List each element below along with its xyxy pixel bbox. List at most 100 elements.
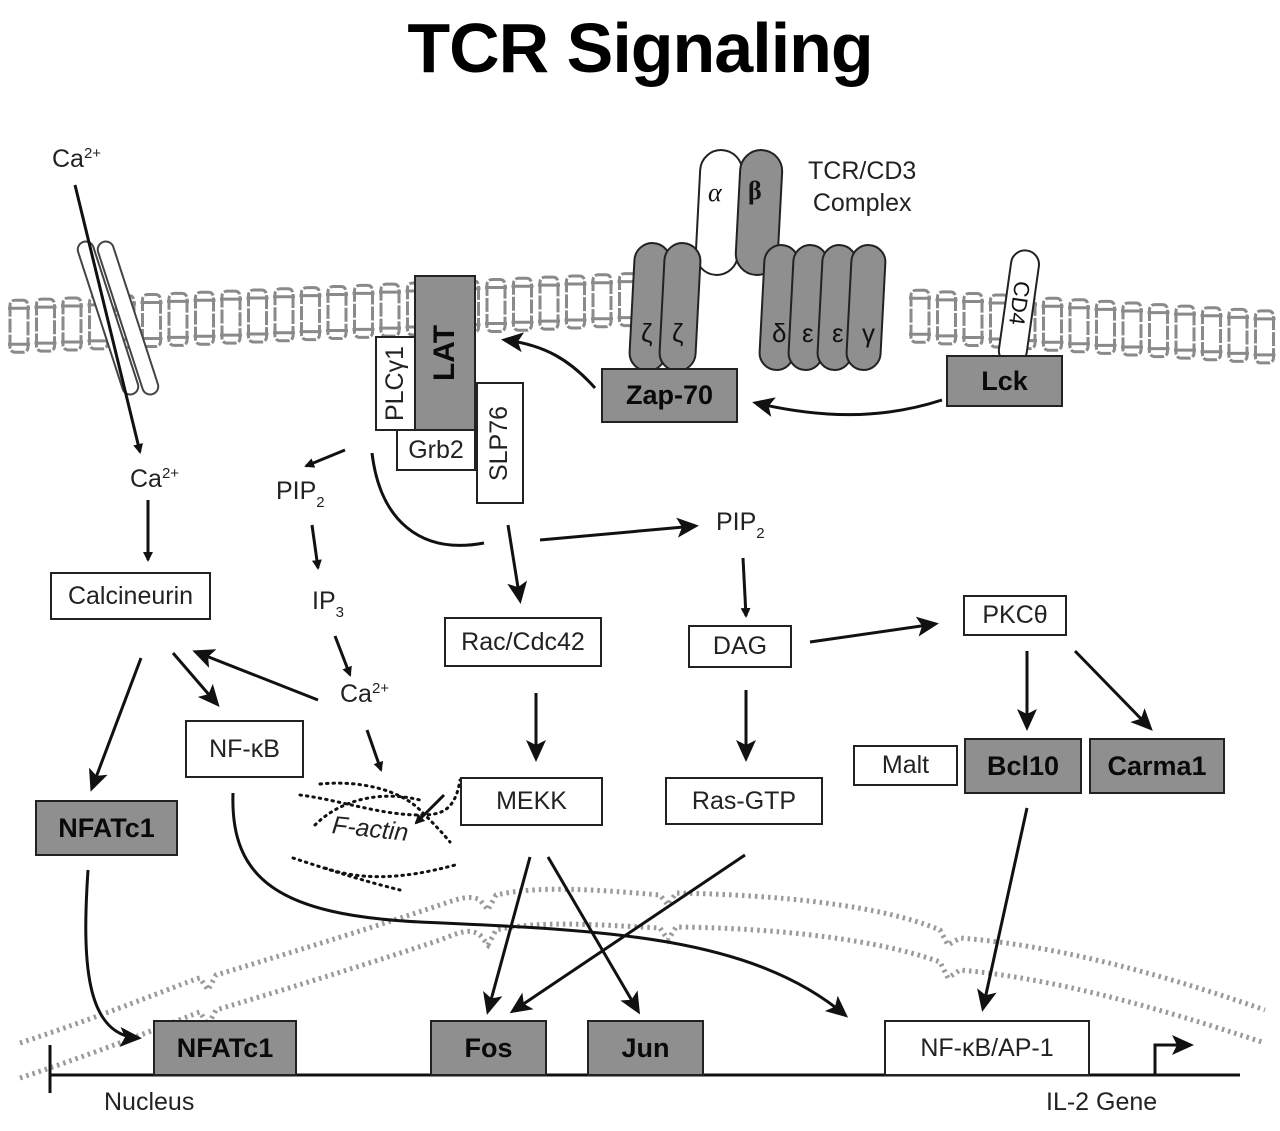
- lipid-unit: [194, 290, 215, 346]
- label-pip2-right-sub: 2: [756, 525, 765, 542]
- lipid-unit: [1068, 298, 1090, 354]
- arrow-lck-zap70: [752, 397, 943, 417]
- label-nucleus: Nucleus: [104, 1088, 195, 1116]
- arrow-lat-rac: [506, 524, 528, 604]
- label-pip2-right-base: PIP: [716, 508, 757, 536]
- node-rac-cdc42-label: Rac/Cdc42: [461, 627, 585, 656]
- label-ca-extracellular-sup: 2+: [83, 145, 102, 162]
- beta-chain-label: β: [748, 176, 762, 205]
- node-rac-cdc42[interactable]: Rac/Cdc42: [444, 617, 602, 667]
- lipid-unit: [1148, 303, 1169, 359]
- node-grb2[interactable]: Grb2: [396, 429, 476, 471]
- gamma-chain-label: γ: [862, 318, 875, 348]
- node-nfatc1-nucleus-label: NFATc1: [176, 1032, 274, 1063]
- arrow-nfkb-nfkbap1: [231, 792, 849, 1018]
- lipid-unit: [485, 277, 507, 333]
- node-calcineurin[interactable]: Calcineurin: [50, 572, 211, 620]
- node-nfatc1-cytosol-label: NFATc1: [58, 812, 155, 843]
- lipid-unit: [591, 273, 613, 329]
- node-pkc-theta[interactable]: PKCθ: [963, 595, 1067, 636]
- arrow-ca-influx: [73, 184, 143, 454]
- node-zap70[interactable]: Zap-70: [601, 368, 738, 423]
- lipid-unit: [962, 291, 984, 347]
- lipid-unit: [538, 275, 560, 331]
- arrow-zap70-lat: [501, 332, 597, 389]
- label-il2-gene: IL-2 Gene: [1046, 1088, 1158, 1116]
- lipid-unit: [326, 284, 348, 340]
- node-nfkb-ap1-label: NF-κB/AP-1: [920, 1033, 1054, 1062]
- node-mekk[interactable]: MEKK: [460, 777, 603, 826]
- node-lat[interactable]: LAT: [414, 275, 476, 431]
- node-dag[interactable]: DAG: [688, 625, 792, 668]
- label-ca-ip3: Ca2+: [340, 680, 389, 709]
- lipid-unit: [273, 287, 295, 343]
- node-calcineurin-label: Calcineurin: [67, 581, 194, 610]
- node-lck[interactable]: Lck: [946, 355, 1063, 407]
- lipid-unit: [565, 274, 586, 330]
- label-ca-extracellular-base: Ca: [52, 145, 84, 173]
- nuclear-envelope: [19, 886, 1266, 1081]
- arrow-ras-fos: [509, 853, 746, 1014]
- node-fos[interactable]: Fos: [430, 1020, 547, 1076]
- curve-lat-branch: [370, 452, 485, 547]
- label-pip2-left: PIP2: [276, 477, 325, 511]
- arrow-mekk-factin: [414, 793, 446, 825]
- lipid-unit: [8, 298, 30, 354]
- node-plcg1[interactable]: PLCγ1: [375, 336, 416, 431]
- lipid-unit: [512, 276, 533, 332]
- lipid-unit: [61, 296, 83, 352]
- node-malt-label: Malt: [881, 751, 930, 779]
- lipid-unit: [167, 291, 189, 347]
- node-malt[interactable]: Malt: [853, 745, 958, 786]
- tcr-complex-label: TCR/CD3 Complex: [808, 155, 916, 219]
- node-carma1[interactable]: Carma1: [1089, 738, 1225, 794]
- cd3-deg-chains: [758, 244, 887, 371]
- lipid-unit: [300, 286, 321, 342]
- arrow-mekk-jun: [546, 856, 641, 1015]
- nuclear-envelope-outer: [19, 886, 1266, 1046]
- label-ip3-sub: 3: [335, 604, 344, 621]
- node-plcg1-label: PLCγ1: [381, 345, 410, 422]
- label-pip2-left-sub: 2: [316, 494, 325, 511]
- node-bcl10[interactable]: Bcl10: [964, 738, 1082, 794]
- lipid-unit: [909, 288, 931, 344]
- node-nfatc1-nucleus[interactable]: NFATc1: [153, 1020, 297, 1076]
- arrow-pip2-ip3: [310, 524, 322, 570]
- node-ras-gtp[interactable]: Ras-GTP: [665, 777, 823, 825]
- lipid-unit: [247, 288, 268, 344]
- lipid-unit: [141, 293, 162, 349]
- lipid-unit: [220, 289, 242, 345]
- alpha-chain-label: α: [708, 178, 722, 207]
- node-jun[interactable]: Jun: [587, 1020, 704, 1076]
- diagram-title: TCR Signaling: [407, 9, 873, 87]
- tcr-beta-chain: [734, 149, 784, 276]
- lipid-unit: [353, 283, 374, 339]
- label-ca-cytosol: Ca2+: [130, 465, 179, 494]
- zeta-chain-label-2: ζ: [672, 318, 684, 348]
- node-carma1-label: Carma1: [1107, 750, 1207, 781]
- node-zap70-label: Zap-70: [625, 380, 714, 410]
- node-ras-gtp-label: Ras-GTP: [691, 786, 797, 815]
- label-ip3-base: IP: [312, 587, 336, 615]
- node-grb2-label: Grb2: [408, 435, 464, 464]
- node-lck-label: Lck: [981, 365, 1028, 396]
- arrow-nfatc1-nuclear: [84, 869, 142, 1047]
- node-nfkb-ap1[interactable]: NF-κB/AP-1: [884, 1020, 1090, 1076]
- tcr-complex-label-line2: Complex: [812, 189, 912, 217]
- delta-chain-label: δ: [772, 318, 787, 348]
- node-nfatc1-cytosol[interactable]: NFATc1: [35, 800, 178, 856]
- label-ca-cytosol-sup: 2+: [161, 465, 180, 482]
- lipid-unit: [1227, 307, 1249, 363]
- node-lat-label: LAT: [428, 324, 461, 382]
- node-slp76[interactable]: SLP76: [476, 382, 524, 504]
- label-ca-ip3-sup: 2+: [371, 680, 390, 697]
- node-slp76-label: SLP76: [485, 405, 514, 481]
- node-mekk-label: MEKK: [496, 787, 567, 815]
- lipid-unit: [1042, 296, 1063, 352]
- lipid-unit: [936, 290, 957, 346]
- node-dag-label: DAG: [712, 632, 768, 660]
- node-nfkb-cytosol[interactable]: NF-κB: [185, 720, 304, 778]
- transcription-start-arrow: [1153, 1035, 1194, 1075]
- arrow-plc-pip2: [304, 448, 346, 468]
- arrow-lat-pip2: [539, 517, 699, 542]
